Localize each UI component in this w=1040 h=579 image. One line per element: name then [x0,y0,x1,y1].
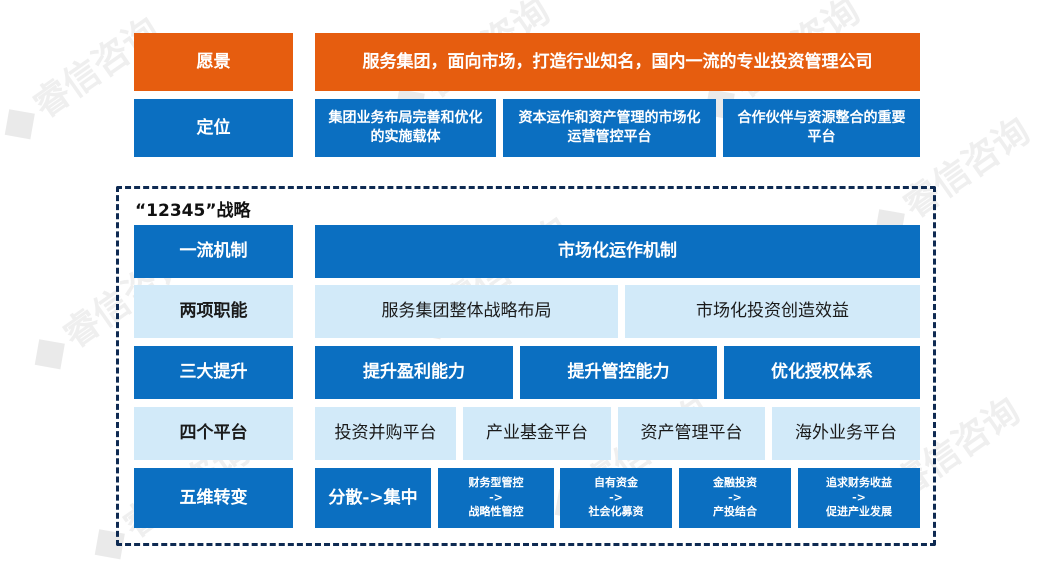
strategy-item: 市场化运作机制 [315,225,920,278]
strategy-item: 优化授权体系 [724,346,920,399]
transformation-arrow: -> [852,490,866,504]
vision-label: 愿景 [134,33,293,91]
transformation-arrow: -> [609,490,623,504]
strategy-title: “12345”战略 [135,201,251,221]
transformation-from: 财务型管控 [468,475,524,489]
positioning-label: 定位 [134,99,293,157]
strategy-item: 服务集团整体战略布局 [315,285,618,338]
strategy-item: 产业基金平台 [463,407,611,460]
transformation-from: 自有资金 [594,475,638,489]
transformation-item: 自有资金 -> 社会化募资 [560,468,672,528]
positioning-item: 资本运作和资产管理的市场化运营管控平台 [503,99,716,157]
strategy-item: 资产管理平台 [618,407,765,460]
strategy-row-label: 两项职能 [134,285,293,338]
strategy-item: 海外业务平台 [772,407,920,460]
strategy-row-label: 一流机制 [134,225,293,278]
strategy-item: 市场化投资创造效益 [625,285,920,338]
strategy-row-label: 四个平台 [134,407,293,460]
transformation-item: 财务型管控 -> 战略性管控 [438,468,554,528]
strategy-item: 投资并购平台 [315,407,456,460]
transformation-item: 追求财务收益 -> 促进产业发展 [798,468,920,528]
strategy-row-label: 三大提升 [134,346,293,399]
strategy-row-label: 五维转变 [134,468,293,528]
strategy-frame [116,186,936,546]
transformation-arrow: -> [489,490,503,504]
strategy-item: 提升盈利能力 [315,346,513,399]
strategy-item: 提升管控能力 [520,346,717,399]
transformation-arrow: -> [728,490,742,504]
transformation-to: 促进产业发展 [826,505,892,519]
transformation-from: 金融投资 [713,475,757,489]
transformation-from: 追求财务收益 [826,475,892,489]
positioning-item: 集团业务布局完善和优化的实施载体 [315,99,496,157]
positioning-item: 合作伙伴与资源整合的重要平台 [723,99,920,157]
transformation-to: 产投结合 [713,505,757,519]
strategy-item: 分散->集中 [315,468,431,528]
transformation-to: 战略性管控 [468,505,524,519]
transformation-to: 社会化募资 [588,505,644,519]
transformation-item: 金融投资 -> 产投结合 [679,468,791,528]
vision-text: 服务集团，面向市场，打造行业知名，国内一流的专业投资管理公司 [315,33,920,91]
